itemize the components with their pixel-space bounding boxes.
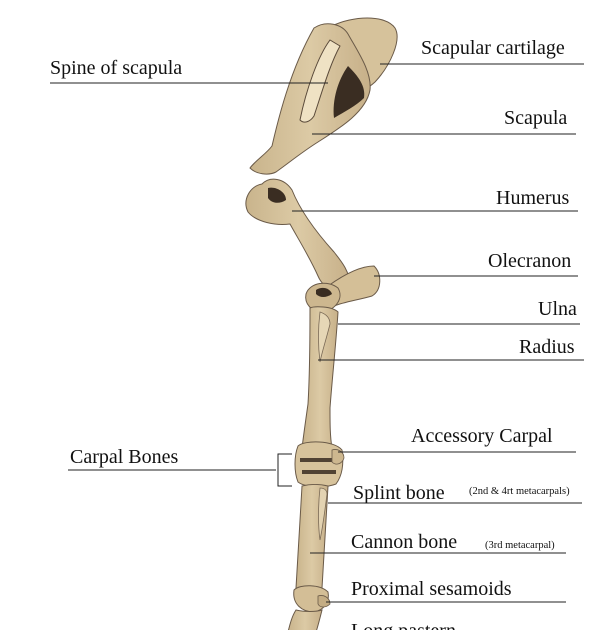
radius-shape: [301, 306, 339, 449]
label-cannon-bone-note: (3rd metacarpal): [485, 540, 555, 551]
label-carpal-bones: Carpal Bones: [70, 446, 179, 468]
humerus-head-shadow: [268, 187, 286, 203]
carpal-shadow-1: [300, 458, 340, 462]
label-long-pastern: Long pastern: [351, 621, 456, 630]
humerus-shape: [245, 178, 351, 292]
label-spine-of-scapula: Spine of scapula: [50, 57, 183, 79]
label-scapula: Scapula: [504, 107, 568, 129]
elbow-shadow: [316, 287, 332, 297]
leader-lines: [50, 63, 584, 603]
elbow-joint-shape: [305, 282, 341, 313]
label-ulna: Ulna: [538, 298, 577, 320]
label-splint-bone: Splint bone: [353, 482, 445, 504]
label-splint-bone-note: (2nd & 4rt metacarpals): [469, 486, 570, 497]
label-olecranon: Olecranon: [488, 250, 572, 272]
label-cannon-bone: Cannon bone: [351, 531, 458, 553]
carpal-shadow-2: [302, 470, 336, 474]
long-pastern-shape: [287, 609, 323, 630]
label-accessory-carpal: Accessory Carpal: [411, 425, 553, 447]
label-humerus: Humerus: [496, 187, 570, 209]
label-proximal-sesamoids: Proximal sesamoids: [351, 578, 512, 600]
ulna-shape: [318, 311, 331, 363]
label-scapular-cartilage: Scapular cartilage: [421, 37, 565, 59]
accessory-carpal-shape: [331, 449, 345, 465]
label-radius: Radius: [519, 336, 575, 358]
splint-bone-shape: [318, 487, 328, 541]
carpal-bones-bracket: [277, 453, 292, 487]
scapula-spine-ridge: [299, 39, 341, 123]
olecranon-shape: [327, 265, 381, 307]
carpal-bones-shape: [294, 441, 344, 488]
proximal-sesamoids-shape: [317, 595, 331, 608]
scapula-shadow: [333, 66, 365, 118]
